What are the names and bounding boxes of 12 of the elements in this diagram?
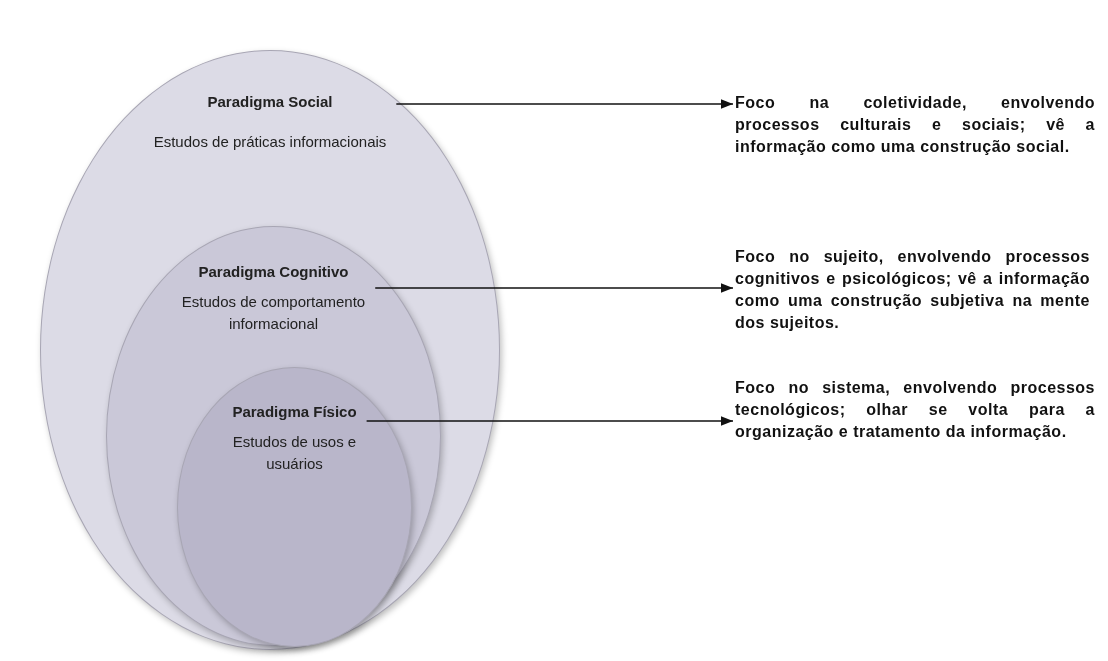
description: Estudos de usos e usuários xyxy=(231,432,358,474)
description-text: Foco no sujeito, envolvendo processos cognitivos e psicológicos; vê a informação como uma construção subjetiva na mente dos sujeitos. xyxy=(735,246,1090,334)
description-text: Foco no sistema, envolvendo processos tecnológicos; olhar se volta para a organização e tratamento da informação. xyxy=(735,377,1095,443)
description: Estudos de comportamento informacional xyxy=(180,292,367,334)
heading: Paradigma Cognitivo xyxy=(197,263,350,280)
heading: Paradigma Físico xyxy=(231,403,358,420)
arrow xyxy=(395,99,734,109)
description-text: Foco na coletividade, envolvendo processos culturais e sociais; vê a informação como uma construção social. xyxy=(735,92,1095,158)
description: Estudos de práticas informacionais xyxy=(152,132,388,152)
arrow xyxy=(365,416,734,426)
arrow xyxy=(374,283,734,293)
heading: Paradigma Social xyxy=(206,93,334,110)
